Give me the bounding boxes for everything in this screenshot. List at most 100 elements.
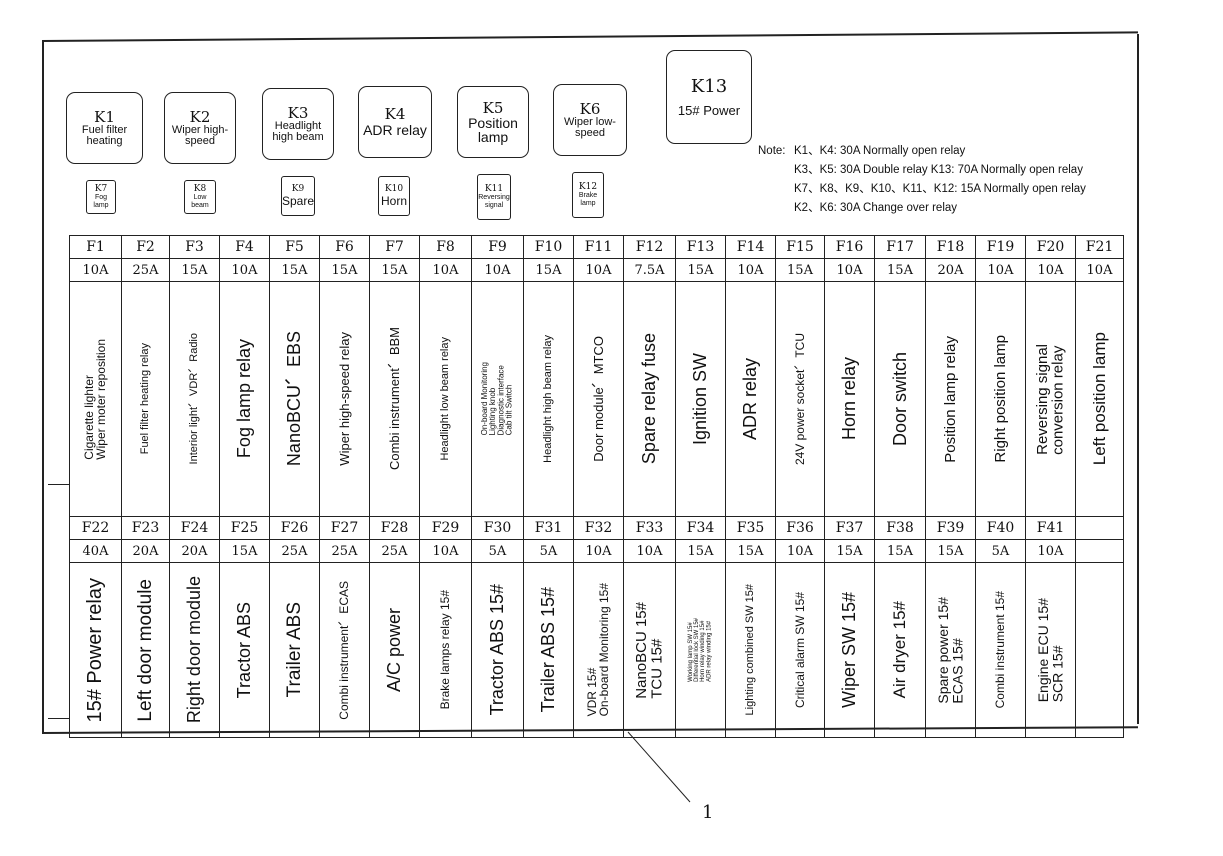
fuse-description-cell: Left door module — [121, 562, 170, 738]
fuse-rating: 25A — [369, 539, 420, 563]
fuse-rating: 5A — [975, 539, 1026, 563]
fuse-description: Engine ECU 15# SCR 15# — [1035, 597, 1066, 703]
fuse-rating: 5A — [471, 539, 524, 563]
fuse-description: Fog lamp relay — [234, 339, 255, 459]
relay-id: K13 — [690, 75, 728, 97]
fuse-description-cell: NanoBCU、EBS — [269, 281, 320, 517]
relay-id: K12 — [578, 182, 598, 192]
fuse-rating: 15A — [269, 258, 320, 282]
relay-name: Spare — [281, 194, 315, 208]
note-label: Note: — [758, 145, 786, 157]
fuse-description: Critical alarm SW 15# — [792, 591, 807, 709]
fuse-description-cell: Spare relay fuse — [623, 281, 676, 517]
fuse-id: F29 — [419, 516, 472, 540]
relay-name: Reversing signal — [478, 194, 510, 209]
fuse-id: F4 — [219, 235, 270, 259]
fuse-rating: 10A — [623, 539, 676, 563]
fuse-id: F24 — [169, 516, 220, 540]
fuse-description: Position lamp relay — [941, 335, 959, 463]
fuse-id: F11 — [573, 235, 624, 259]
fuse-description-cell: Interior light、VDR、Radio — [169, 281, 220, 517]
fuse-description: Air dryer 15# — [890, 601, 910, 699]
relay-id: K9 — [291, 184, 305, 194]
relay-name: Wiper high-speed — [171, 124, 229, 147]
frame-right — [1137, 34, 1139, 724]
fuse-rating: 25A — [319, 539, 370, 563]
fuse-rating: 10A — [1075, 258, 1124, 282]
relay-k5: K5 Position lamp — [457, 86, 529, 158]
relay-id: K5 — [482, 99, 504, 117]
fuse-rating: 15A — [925, 539, 976, 563]
fuse-rating: 15A — [824, 539, 875, 563]
fuse-id: F31 — [523, 516, 574, 540]
fuse-description: A/C power — [384, 607, 405, 693]
fuse-id: F5 — [269, 235, 320, 259]
fuse-description-cell: Horn relay — [824, 281, 875, 517]
relay-id: K6 — [579, 100, 601, 118]
fuse-description: NanoBCU、EBS — [284, 331, 305, 467]
fuse-description: Wiper high-speed relay — [336, 332, 352, 466]
relay-name: 15# Power — [677, 102, 741, 118]
fuse-id: F13 — [675, 235, 726, 259]
fuse-rating: 10A — [419, 258, 472, 282]
fuse-id: F21 — [1075, 235, 1124, 259]
fuse-description-cell: Fuel filter heating relay — [121, 281, 170, 517]
relay-k8: K8 Low beam — [184, 180, 216, 214]
fuse-rating: 10A — [1025, 258, 1076, 282]
fuse-description-cell: ADR relay — [725, 281, 776, 517]
fuse-rating: 20A — [169, 539, 220, 563]
fuse-id: F1 — [69, 235, 122, 259]
fuse-description: Tractor ABS 15# — [487, 584, 508, 716]
fuse-id: F32 — [573, 516, 624, 540]
relay-k9: K9 Spare — [281, 176, 315, 216]
fuse-id: F7 — [369, 235, 420, 259]
fuse-id: F22 — [69, 516, 122, 540]
relay-id: K2 — [189, 108, 211, 126]
fuse-description-cell: Working lamp SW 15# Differential lock SW… — [675, 562, 726, 738]
fuse-id — [1075, 516, 1124, 540]
fuse-description-cell: Headlight high beam relay — [523, 281, 574, 517]
fuse-description-cell: Door module、MTCO — [573, 281, 624, 517]
fuse-description-cell: Spare power 15# ECAS 15# — [925, 562, 976, 738]
fuse-description-cell: 15# Power relay — [69, 562, 122, 738]
fuse-description: Fuel filter heating relay — [138, 343, 151, 455]
fuse-rating: 15A — [369, 258, 420, 282]
fuse-description-cell: Trailer ABS — [269, 562, 320, 738]
fuse-description: VDR 15# On-board Monitoring 15# — [585, 583, 612, 717]
fuse-description-cell: Trailer ABS 15# — [523, 562, 574, 738]
fuse-description: Combi instrument 15# — [993, 591, 1008, 709]
fuse-description-cell: Combi instrument、BBM — [369, 281, 420, 517]
fuse-rating: 5A — [523, 539, 574, 563]
relay-k12: K12 Brake lamp — [572, 172, 604, 218]
frame-tick-left-2 — [48, 718, 70, 719]
fuse-id: F26 — [269, 516, 320, 540]
fuse-description: 24V power socket、TCU — [792, 332, 807, 466]
relay-k3: K3 Headlight high beam — [262, 88, 334, 160]
fuse-rating: 40A — [69, 539, 122, 563]
fuse-description-cell: Critical alarm SW 15# — [775, 562, 825, 738]
relay-id: K7 — [94, 184, 108, 194]
note-line: K7、K8、K9、K10、K11、K12: 15A Normally open … — [794, 183, 1086, 195]
fuse-id: F41 — [1025, 516, 1076, 540]
fuse-description: Headlight high beam relay — [541, 335, 554, 463]
fuse-description-cell — [1075, 562, 1124, 738]
fuse-description-cell: NanoBCU 15# TCU 15# — [623, 562, 676, 738]
fuse-description: Combi instrument、ECAS — [337, 580, 352, 720]
fuse-id: F12 — [623, 235, 676, 259]
fuse-id: F16 — [824, 235, 875, 259]
fuse-description-cell: Wiper SW 15# — [824, 562, 875, 738]
fuse-description-cell: Right position lamp — [975, 281, 1026, 517]
relay-name: Fuel filter heating — [81, 124, 128, 147]
fuse-description-cell: On-board Monitoring Lighting knob Diagno… — [471, 281, 524, 517]
fuse-description: Cigarette lighter Wiper moter reposition — [82, 338, 109, 460]
fuse-description: Right door module — [184, 576, 205, 724]
fuse-description: Lighting combined SW 15# — [743, 584, 756, 716]
fuse-description: Door switch — [889, 351, 910, 447]
fuse-description-cell: Brake lamps relay 15# — [419, 562, 472, 738]
fuse-id: F6 — [319, 235, 370, 259]
fuse-rating: 15A — [523, 258, 574, 282]
fuse-id: F2 — [121, 235, 170, 259]
fuse-description-cell: A/C power — [369, 562, 420, 738]
